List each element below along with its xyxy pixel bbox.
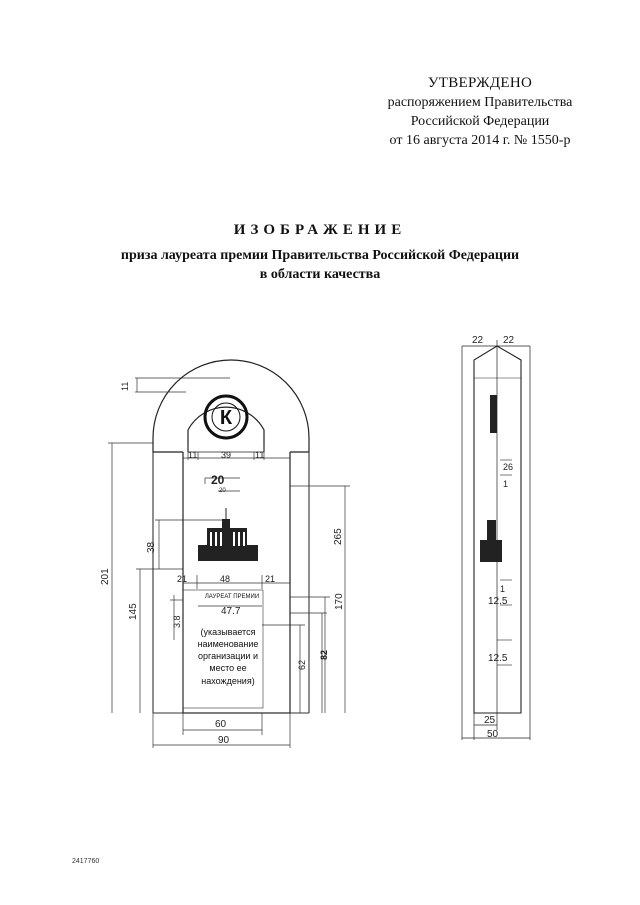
- document-subtitle: приза лауреата премии Правительства Росс…: [60, 246, 580, 284]
- dim-38: 38: [146, 541, 157, 553]
- dim-20: 20: [211, 473, 225, 487]
- approval-block: УТВЕРЖДЕНО распоряжением Правительства Р…: [340, 74, 620, 150]
- dim-48: 48: [220, 574, 230, 584]
- side-dim-26: 26: [503, 462, 513, 472]
- dim-21-left: 21: [177, 574, 187, 584]
- side-dim-22-left: 22: [472, 335, 484, 346]
- dim-62: 62: [297, 660, 307, 670]
- side-dim-50: 50: [487, 729, 499, 740]
- side-dim-12-5-a: 12.5: [488, 596, 508, 607]
- dim-11-top: 11: [120, 382, 130, 391]
- side-dim-12-5-b: 12.5: [488, 653, 508, 664]
- dim-3-8: 3.8: [172, 615, 182, 628]
- prize-outer-outline: [152, 359, 310, 452]
- prize-inner-arch: [187, 406, 265, 452]
- dim-265: 265: [333, 528, 344, 545]
- dim-20-small: 20: [219, 488, 226, 494]
- approval-line-1: распоряжением Правительства: [387, 95, 573, 110]
- dim-82: 82: [319, 650, 329, 660]
- plate-line-3: организации и: [198, 651, 258, 661]
- document-code: 2417760: [72, 858, 100, 865]
- approval-line-2: Российской Федерации: [410, 114, 550, 129]
- side-view-outline: [473, 345, 522, 714]
- subtitle-line-2: в области качества: [259, 267, 381, 282]
- dim-11-right: 11: [255, 450, 264, 460]
- dim-11-left: 11: [188, 450, 197, 460]
- dim-145: 145: [128, 603, 139, 620]
- side-dim-22-right: 22: [503, 335, 515, 346]
- plate-line-2: наименование: [198, 639, 259, 649]
- side-dim-25: 25: [484, 715, 496, 726]
- dim-170: 170: [334, 593, 345, 610]
- side-view-details: [480, 395, 502, 562]
- plate-line-5: нахождения): [201, 676, 254, 686]
- approval-line-3: от 16 августа 2014 г. № 1550-р: [389, 133, 571, 148]
- inscription-plate: [182, 589, 264, 709]
- plate-line-4: место ее: [209, 663, 246, 673]
- dim-201: 201: [100, 568, 111, 585]
- dim-39: 39: [221, 450, 231, 460]
- dim-47-7: 47.7: [221, 606, 241, 617]
- dim-90: 90: [218, 735, 230, 746]
- subtitle-line-1: приза лауреата премии Правительства Росс…: [120, 248, 520, 263]
- quality-emblem: К: [203, 394, 249, 440]
- document-title: ИЗОБРАЖЕНИЕ: [233, 222, 407, 238]
- svg-text:К: К: [220, 407, 233, 429]
- dim-21-right: 21: [265, 574, 275, 584]
- side-dim-1-a: 1: [503, 479, 508, 489]
- plate-line-1: (указывается: [201, 627, 256, 637]
- approved-label: УТВЕРЖДЕНО: [427, 75, 533, 91]
- plate-laureate: ЛАУРЕАТ ПРЕМИИ: [205, 594, 259, 600]
- building-illustration: [198, 508, 258, 561]
- dim-60: 60: [215, 719, 227, 730]
- side-dim-1-b: 1: [500, 584, 505, 594]
